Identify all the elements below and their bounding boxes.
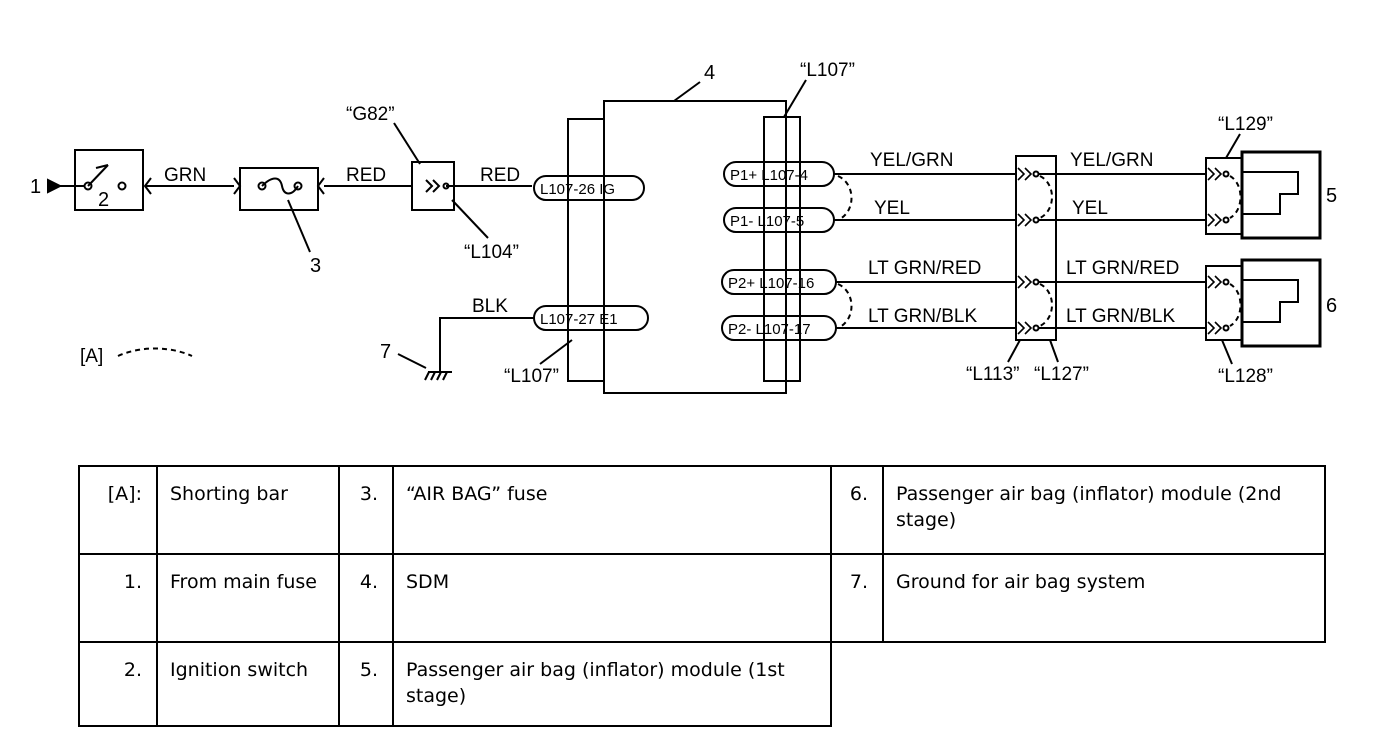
l107-connector-right	[763, 116, 801, 382]
legend-key: [A]:	[78, 465, 158, 555]
legend-row: [A]: Shorting bar 3. “AIR BAG” fuse 6. P…	[78, 465, 1326, 555]
legend-row: 2. Ignition switch 5. Passenger air bag …	[78, 641, 1325, 727]
label-l129: “L129”	[1218, 114, 1273, 135]
wire-red-2: RED	[480, 165, 520, 186]
legend-value: “AIR BAG” fuse	[392, 465, 832, 555]
legend-key: 2.	[78, 641, 158, 727]
legend-value: Shorting bar	[156, 465, 340, 555]
legend-value: SDM	[392, 553, 832, 643]
callout-3: 3	[310, 255, 321, 277]
legend-key: 7.	[830, 553, 884, 643]
label-l113: “L113”	[966, 364, 1020, 385]
wire-lt-grn-red-right: LT GRN/RED	[1066, 258, 1179, 279]
legend-value: Passenger air bag (inflator) module (2nd…	[882, 465, 1326, 555]
legend-row: 1. From main fuse 4. SDM 7. Ground for a…	[78, 553, 1326, 643]
wire-red-1: RED	[346, 165, 386, 186]
callout-4: 4	[704, 62, 715, 84]
air-bag-fuse	[239, 167, 319, 211]
legend-key: 4.	[338, 553, 394, 643]
terminal-p1-minus: P1- L107-5	[730, 213, 804, 230]
wire-grn: GRN	[164, 165, 206, 186]
passenger-airbag-module-2nd-stage	[1240, 258, 1322, 348]
legend-value: Ground for air bag system	[882, 553, 1326, 643]
legend-value: Passenger air bag (inflator) module (1st…	[392, 641, 832, 727]
wire-yel-left: YEL	[874, 198, 910, 219]
legend-value: Ignition switch	[156, 641, 340, 727]
legend-table: [A]: Shorting bar 3. “AIR BAG” fuse 6. P…	[78, 465, 1326, 727]
callout-5: 5	[1326, 185, 1337, 207]
callout-7: 7	[380, 341, 391, 363]
wire-lt-grn-blk-right: LT GRN/BLK	[1066, 306, 1175, 327]
legend-key: 3.	[338, 465, 394, 555]
main-fuse-input-arrow	[47, 178, 63, 194]
label-g82: “G82”	[346, 104, 395, 125]
terminal-p1-plus: P1+ L107-4	[730, 167, 808, 184]
wire-lt-grn-red-left: LT GRN/RED	[868, 258, 981, 279]
legend-value: From main fuse	[156, 553, 340, 643]
label-l128: “L128”	[1218, 366, 1273, 387]
wire-yel-grn-right: YEL/GRN	[1070, 150, 1153, 171]
terminal-p2-plus: P2+ L107-16	[728, 275, 814, 292]
passenger-airbag-module-1st-stage	[1240, 150, 1322, 240]
wiring-diagram: 1 2 3 4 5 6 7 [A] “G82” “L104” “L107” “L…	[30, 60, 1337, 394]
legend-empty-cell	[831, 642, 1325, 726]
callout-shorting-bar: [A]	[80, 346, 103, 367]
legend-key: 5.	[338, 641, 394, 727]
label-l104: “L104”	[464, 242, 519, 263]
l113-l127-connector	[1015, 155, 1057, 341]
wire-yel-grn-left: YEL/GRN	[870, 150, 953, 171]
terminal-e1: L107-27 E1	[540, 311, 618, 328]
legend-key: 1.	[78, 553, 158, 643]
callout-1: 1	[30, 176, 41, 198]
terminal-p2-minus: P2- L107-17	[728, 321, 811, 338]
callout-6: 6	[1326, 295, 1337, 317]
legend-key: 6.	[830, 465, 884, 555]
wire-yel-right: YEL	[1072, 198, 1108, 219]
wire-blk: BLK	[472, 296, 508, 317]
callout-2: 2	[98, 189, 109, 211]
wire-lt-grn-blk-left: LT GRN/BLK	[868, 306, 977, 327]
label-l127: “L127”	[1034, 364, 1089, 385]
sdm	[603, 100, 787, 394]
shorting-bar-symbol	[117, 347, 193, 357]
l107-connector-left	[567, 118, 605, 382]
label-l107-top: “L107”	[800, 60, 855, 81]
label-l107-bottom: “L107”	[504, 366, 559, 387]
terminal-ig: L107-26 IG	[540, 181, 615, 198]
ignition-switch	[74, 149, 144, 211]
